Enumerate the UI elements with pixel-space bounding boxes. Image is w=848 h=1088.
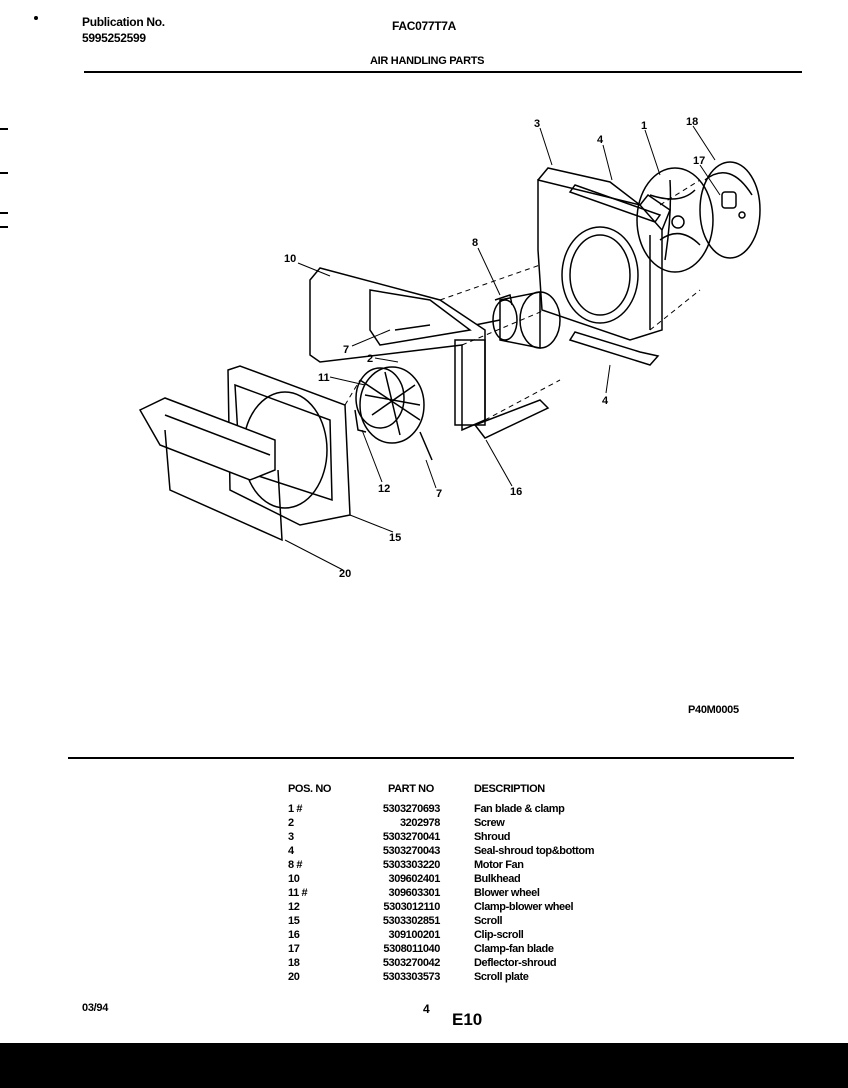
header-rule: [84, 71, 802, 73]
row-pos: 18: [288, 957, 300, 969]
scan-border-bottom: [0, 1043, 848, 1088]
callout-label: 17: [693, 155, 705, 167]
callout-label: 1: [641, 120, 647, 132]
row-description: Bulkhead: [474, 873, 521, 885]
screw-part: [419, 431, 433, 461]
row-description: Seal-shroud top&bottom: [474, 845, 595, 857]
header-part: PART NO: [388, 783, 434, 795]
callout-label: 20: [339, 568, 351, 580]
scan-mark: [0, 226, 8, 228]
header-pos: POS. NO: [288, 783, 332, 795]
row-description: Shroud: [474, 831, 511, 843]
row-description: Clamp-blower wheel: [474, 901, 574, 913]
callout-label: 7: [436, 488, 442, 500]
publication-label: Publication No.: [82, 15, 165, 29]
row-description: Clip-scroll: [474, 929, 524, 941]
row-description: Scroll: [474, 915, 503, 927]
row-description: Motor Fan: [474, 859, 524, 871]
row-part-number: 309602401: [388, 873, 441, 885]
footer-page: 4: [423, 1002, 430, 1016]
callout-label: 18: [686, 116, 698, 128]
row-part-number: 5303302851: [382, 915, 441, 927]
row-part-number: 309603301: [388, 887, 441, 899]
row-pos: 16: [288, 929, 300, 941]
row-part-number: 309100201: [388, 929, 441, 941]
footer-code: E10: [452, 1010, 483, 1029]
row-pos: 11 #: [288, 887, 308, 899]
figure-code: P40M0005: [688, 704, 739, 716]
row-part-number: 5303303573: [382, 971, 441, 983]
callout-label: 15: [389, 532, 401, 544]
row-pos: 3: [288, 831, 294, 843]
row-pos: 12: [288, 901, 300, 913]
section-title: AIR HANDLING PARTS: [370, 55, 485, 67]
screw-part: [394, 324, 431, 331]
row-part-number: 3202978: [399, 817, 440, 829]
scan-dot: [34, 16, 38, 20]
callout-label: 2: [367, 353, 373, 365]
row-pos: 10: [288, 873, 300, 885]
row-part-number: 5303270043: [382, 845, 441, 857]
row-part-number: 5303270041: [382, 831, 441, 843]
bulkhead-part: [309, 267, 486, 432]
row-pos: 1 #: [288, 803, 303, 815]
shroud-part: [537, 167, 671, 341]
row-description: Scroll plate: [474, 971, 529, 983]
row-pos: 2: [288, 817, 294, 829]
row-description: Fan blade & clamp: [474, 803, 565, 815]
row-part-number: 5303303220: [382, 859, 441, 871]
row-description: Clamp-fan blade: [474, 943, 554, 955]
callout-label: 7: [343, 344, 349, 356]
clip-scroll-part: [473, 399, 550, 439]
footer-date: 03/94: [82, 1002, 109, 1014]
exploded-parts-diagram: 3 4 1 18 17 8 10 7 2 11 12 7 16 4 15 20: [138, 116, 761, 580]
row-pos: 8 #: [288, 859, 303, 871]
table-rule: [68, 757, 794, 759]
row-pos: 15: [288, 915, 300, 927]
row-description: Screw: [474, 817, 505, 829]
callout-label: 4: [602, 395, 609, 407]
fan-blade-part: [636, 167, 714, 273]
deflector-shroud-part: [699, 161, 761, 259]
scroll-plate-part: [138, 397, 283, 542]
clamp-blower-wheel-part: [354, 409, 367, 433]
scan-mark: [0, 212, 8, 214]
seal-top-part: [568, 184, 662, 223]
callout-label: 16: [510, 486, 522, 498]
clamp-fan-blade-part: [721, 191, 746, 219]
seal-bottom-part: [568, 331, 660, 366]
callout-label: 12: [378, 483, 390, 495]
row-part-number: 5303270042: [382, 957, 441, 969]
publication-number: 5995252599: [82, 31, 146, 45]
row-part-number: 5303012110: [383, 901, 440, 913]
row-description: Deflector-shroud: [474, 957, 557, 969]
scan-mark: [0, 172, 8, 174]
header-desc: DESCRIPTION: [474, 783, 545, 795]
callout-label: 10: [284, 253, 296, 265]
row-pos: 17: [288, 943, 300, 955]
callout-label: 8: [472, 237, 478, 249]
row-description: Blower wheel: [474, 887, 540, 899]
callout-label: 3: [534, 118, 540, 130]
callout-label: 11: [318, 372, 330, 384]
blower-wheel-part: [355, 366, 425, 444]
model-number: FAC077T7A: [392, 19, 456, 33]
row-pos: 4: [288, 845, 294, 857]
row-pos: 20: [288, 971, 300, 983]
row-part-number: 5308011040: [383, 943, 440, 955]
callout-label: 4: [597, 134, 604, 146]
row-part-number: 5303270693: [382, 803, 441, 815]
scan-mark: [0, 128, 8, 130]
